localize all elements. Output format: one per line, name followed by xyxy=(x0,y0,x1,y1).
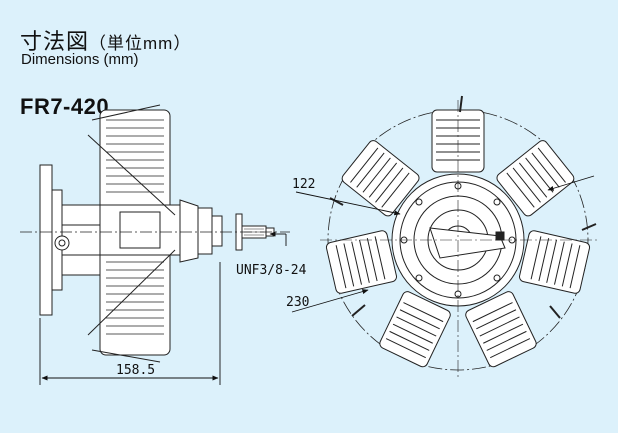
front-view xyxy=(320,95,600,380)
overall-diameter-leader xyxy=(291,175,595,313)
model-name: FR7-420 xyxy=(20,94,110,119)
mount-diameter-leader xyxy=(295,191,401,216)
mount-diameter-label: 122 xyxy=(292,177,315,192)
side-view xyxy=(20,104,290,363)
length-dimension xyxy=(39,262,221,385)
title-jp-main: 寸法図 xyxy=(20,29,90,54)
thread-leader xyxy=(269,231,287,246)
title-japanese: 寸法図（単位mm） xyxy=(20,24,191,56)
overall-diameter-label: 230 xyxy=(286,295,309,310)
title-jp-unit: （単位mm） xyxy=(89,34,192,53)
title-english: Dimensions (mm) xyxy=(21,51,139,68)
length-label: 158.5 xyxy=(116,363,155,378)
thread-label: UNF3/8-24 xyxy=(236,263,307,278)
